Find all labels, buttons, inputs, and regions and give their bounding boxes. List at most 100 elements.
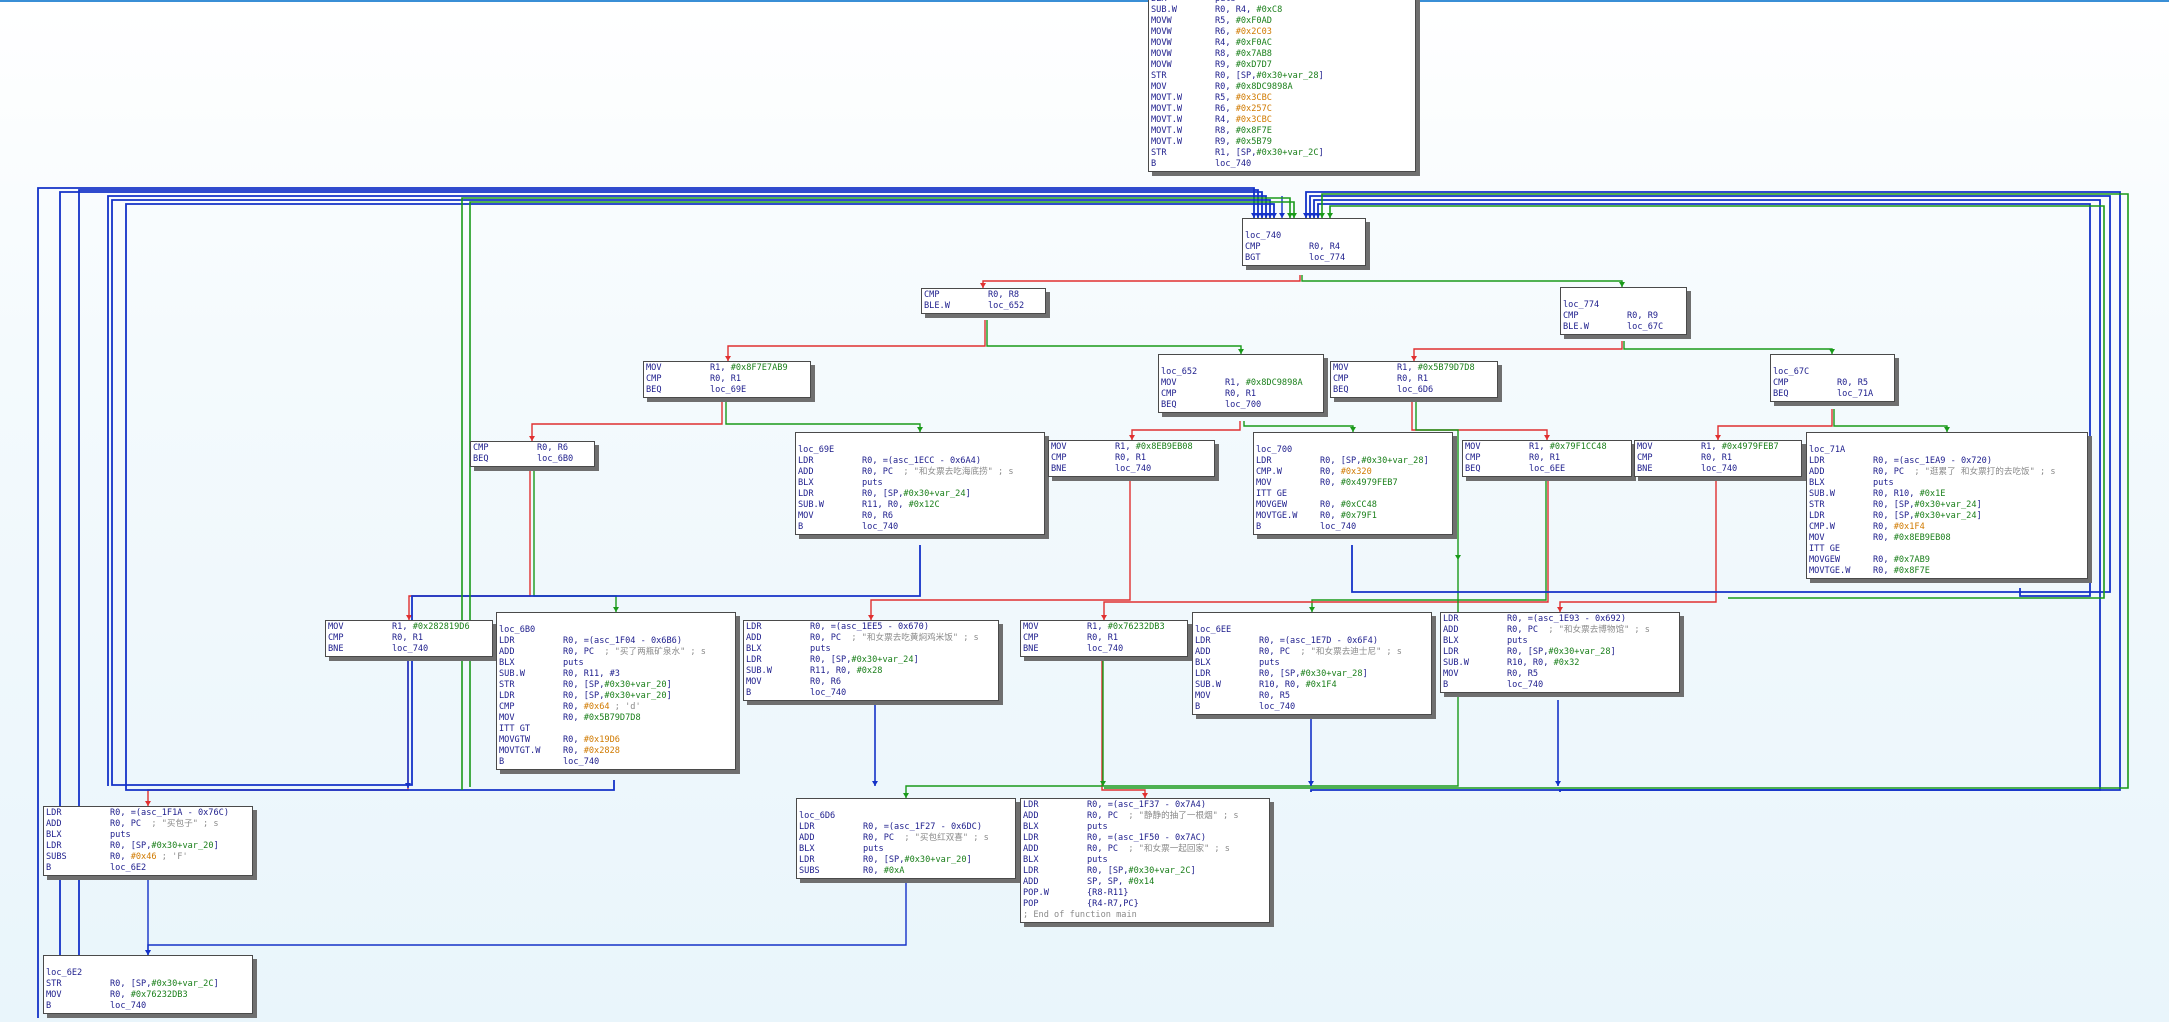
block-label[interactable]: loc_69E: [798, 445, 835, 455]
block-label[interactable]: loc_71A: [1809, 445, 1846, 455]
block-label[interactable]: loc_6E2: [46, 968, 83, 978]
instruction-line[interactable]: POP{R4-R7,PC}: [1023, 899, 1267, 910]
block-label[interactable]: loc_67C: [1773, 367, 1810, 377]
block-label[interactable]: loc_700: [1256, 445, 1293, 455]
instruction-line[interactable]: POP.W{R8-R11}: [1023, 888, 1267, 899]
block-label[interactable]: loc_6D6: [799, 811, 836, 821]
instruction-line[interactable]: ITT GE: [1809, 544, 2085, 555]
